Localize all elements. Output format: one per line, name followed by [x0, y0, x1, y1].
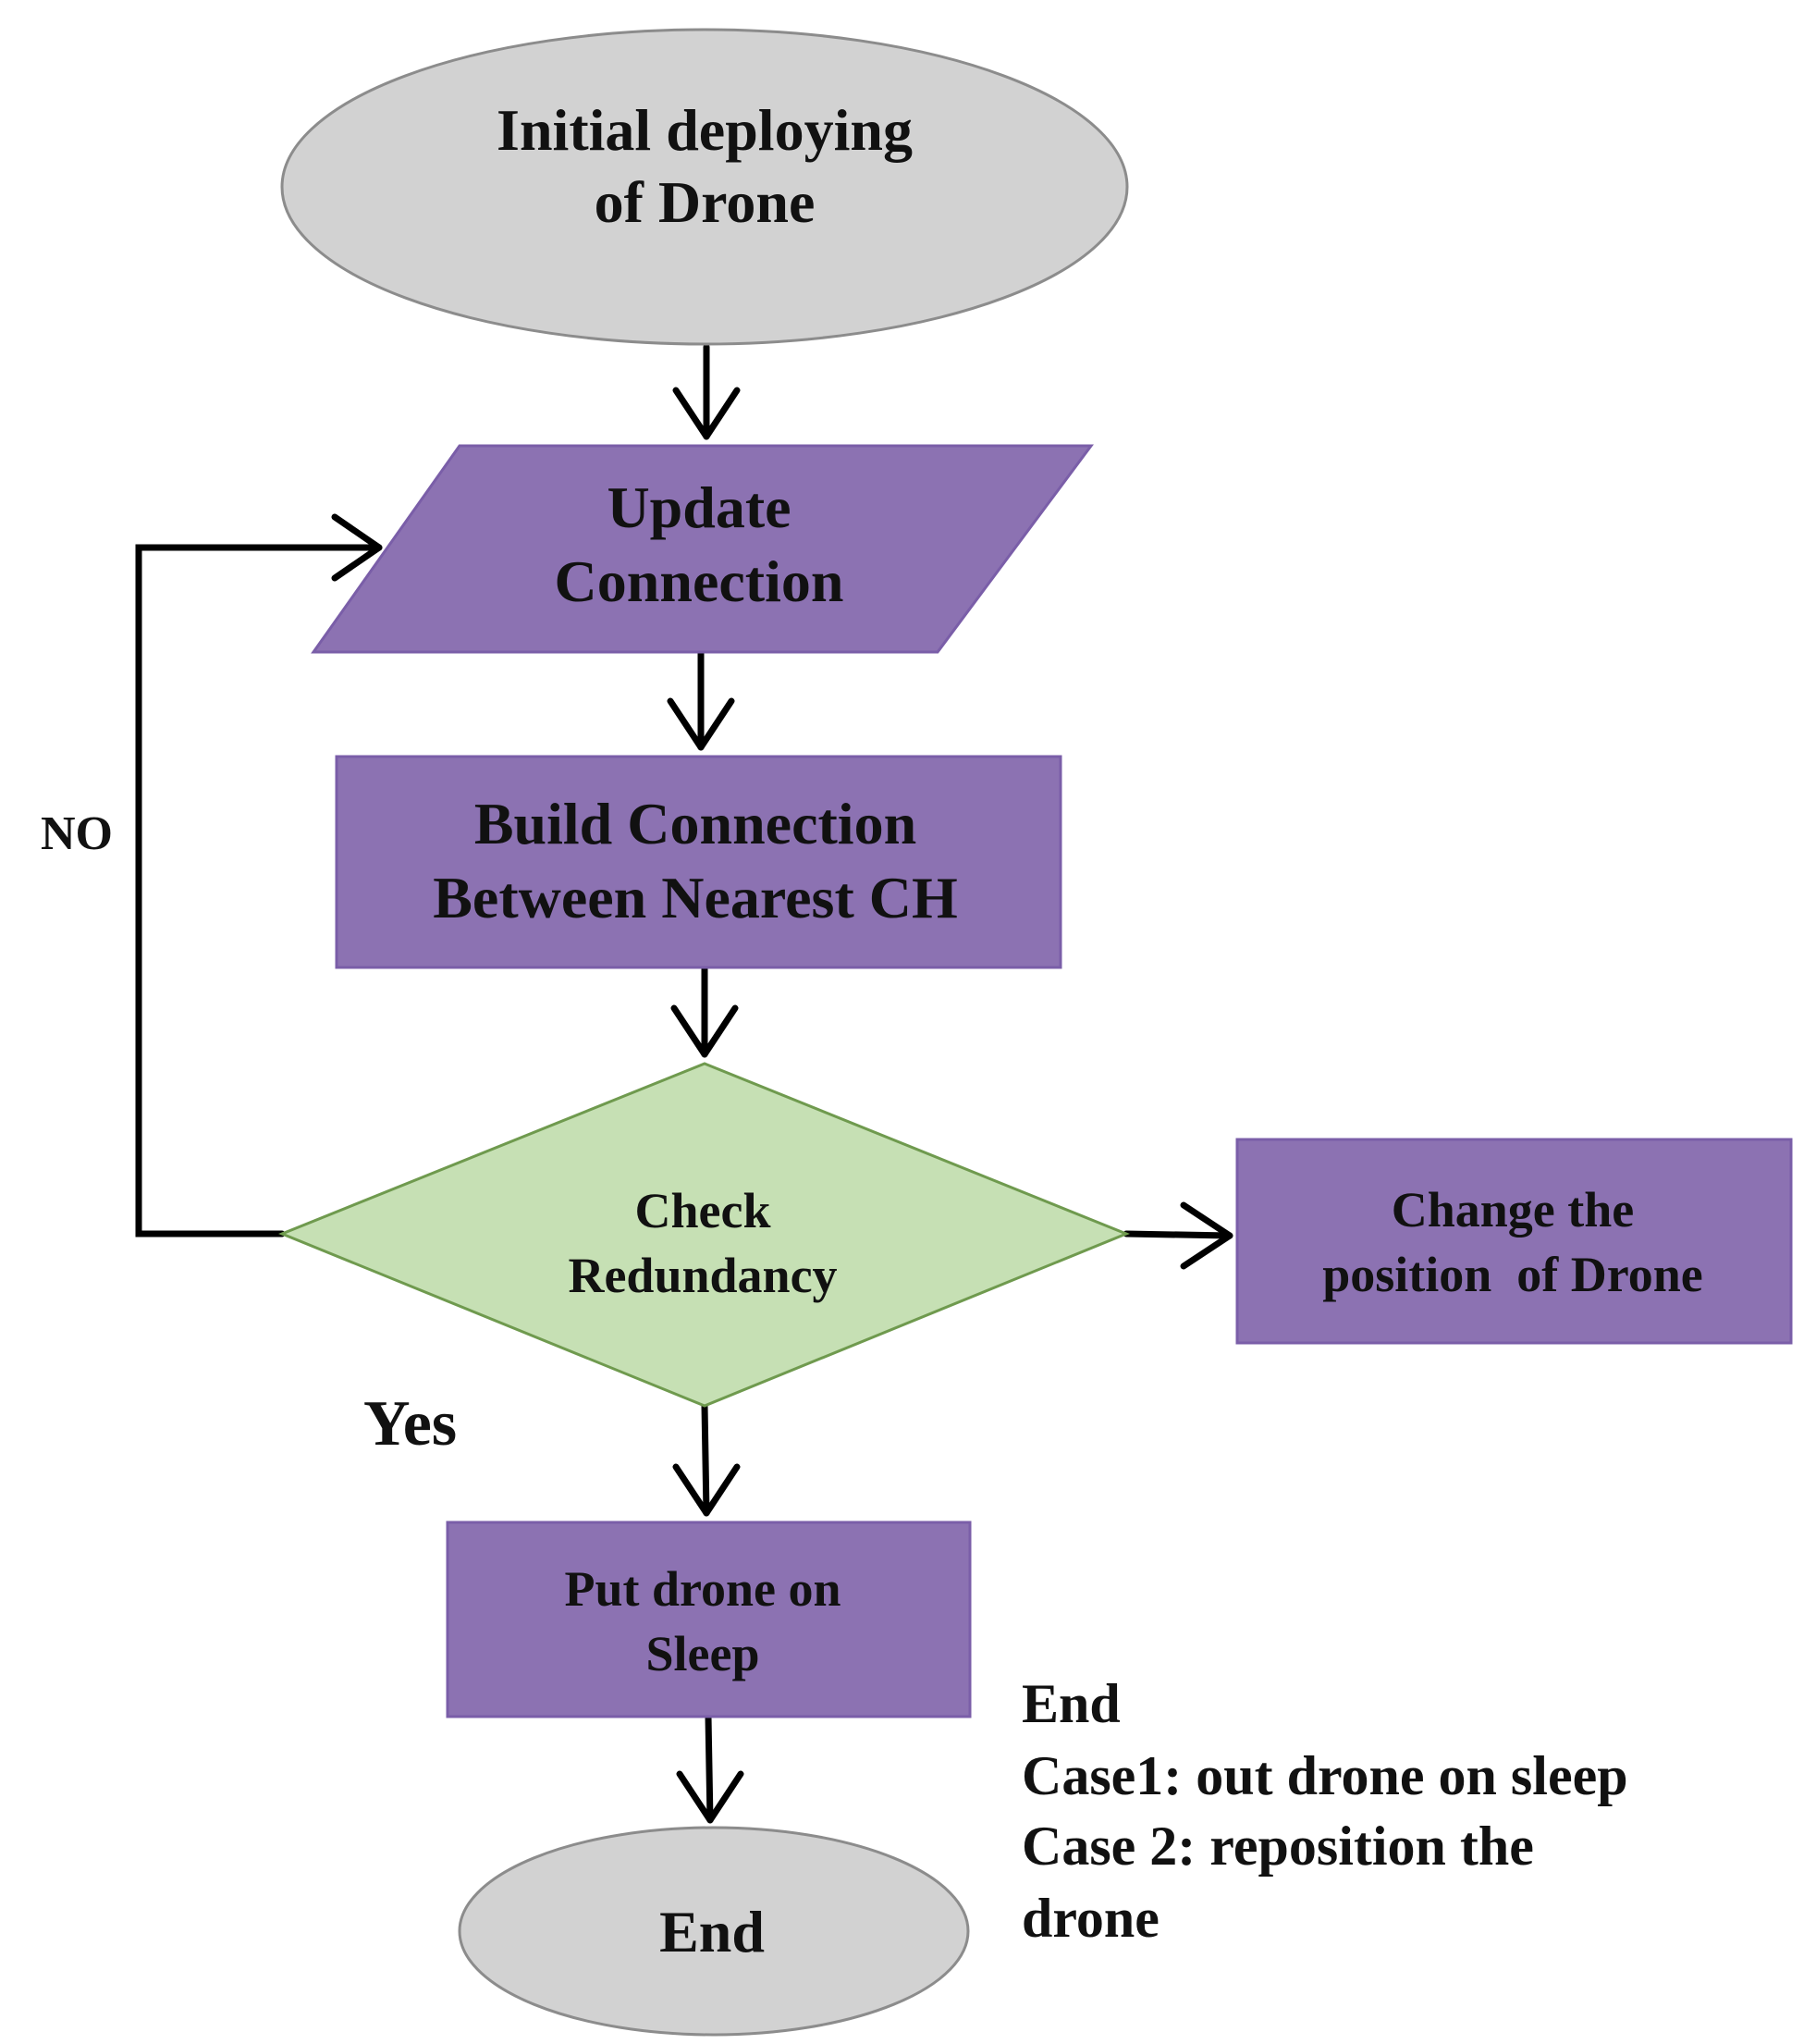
sleep-rect — [446, 1521, 972, 1718]
arrow-check-to-sleep-yes — [701, 1402, 710, 1517]
check-label-line2: Redundancy — [568, 1248, 837, 1303]
change-position-node: Change the position of Drone — [1235, 1138, 1793, 1345]
sleep-label-line2: Sleep — [645, 1626, 759, 1681]
check-label-line1: Check — [635, 1183, 771, 1238]
end-label: End — [659, 1899, 765, 1964]
build-connection-node: Build Connection Between Nearest CH — [335, 755, 1062, 969]
start-ellipse — [280, 28, 1129, 346]
update-connection-parallelogram — [311, 444, 1094, 654]
update-connection-node: Update Connection — [311, 444, 1094, 654]
arrowhead-build-to-check — [670, 1004, 739, 1058]
start-label-line2: of Drone — [595, 169, 816, 235]
build-label-line1: Build Connection — [474, 791, 916, 856]
arrow-sleep-to-end — [705, 1713, 714, 1824]
no-edge-label: NO — [41, 807, 113, 860]
note-line-2: Case1: out drone on sleep — [1022, 1745, 1628, 1806]
change-position-rect — [1235, 1138, 1793, 1345]
arrow-check-to-update-no — [135, 544, 383, 1237]
arrowhead-no-loop — [331, 513, 383, 582]
build-label-line2: Between Nearest CH — [433, 865, 958, 930]
start-label-line1: Initial deploying — [497, 97, 913, 163]
note-line-1: End — [1022, 1673, 1121, 1734]
check-redundancy-diamond — [278, 1062, 1130, 1408]
connectors — [135, 343, 1233, 1824]
note-line-3: Case 2: reposition the — [1022, 1816, 1534, 1877]
end-terminal: End — [458, 1826, 970, 2037]
yes-edge-label: Yes — [363, 1388, 457, 1459]
start-terminal: Initial deploying of Drone — [280, 28, 1129, 346]
arrowhead-start-to-update — [672, 387, 741, 440]
change-label-line2: position of Drone — [1322, 1247, 1703, 1302]
arrowhead-update-to-build — [667, 697, 735, 751]
arrowhead-sleep-to-end — [676, 1770, 744, 1824]
update-label-line2: Connection — [555, 548, 844, 614]
update-label-line1: Update — [607, 474, 791, 540]
arrowhead-check-to-sleep — [672, 1463, 741, 1517]
sleep-label-line1: Put drone on — [564, 1561, 841, 1617]
arrow-check-to-change — [1123, 1230, 1233, 1239]
check-redundancy-node: Check Redundancy — [278, 1062, 1130, 1408]
end-cases-note: End Case1: out drone on sleep Case 2: re… — [1022, 1673, 1628, 1949]
note-line-4: drone — [1022, 1888, 1160, 1949]
change-label-line1: Change the — [1392, 1182, 1635, 1237]
arrowhead-check-to-change — [1180, 1201, 1233, 1270]
build-connection-rect — [335, 755, 1062, 969]
end-ellipse — [458, 1826, 970, 2037]
sleep-node: Put drone on Sleep — [446, 1521, 972, 1718]
